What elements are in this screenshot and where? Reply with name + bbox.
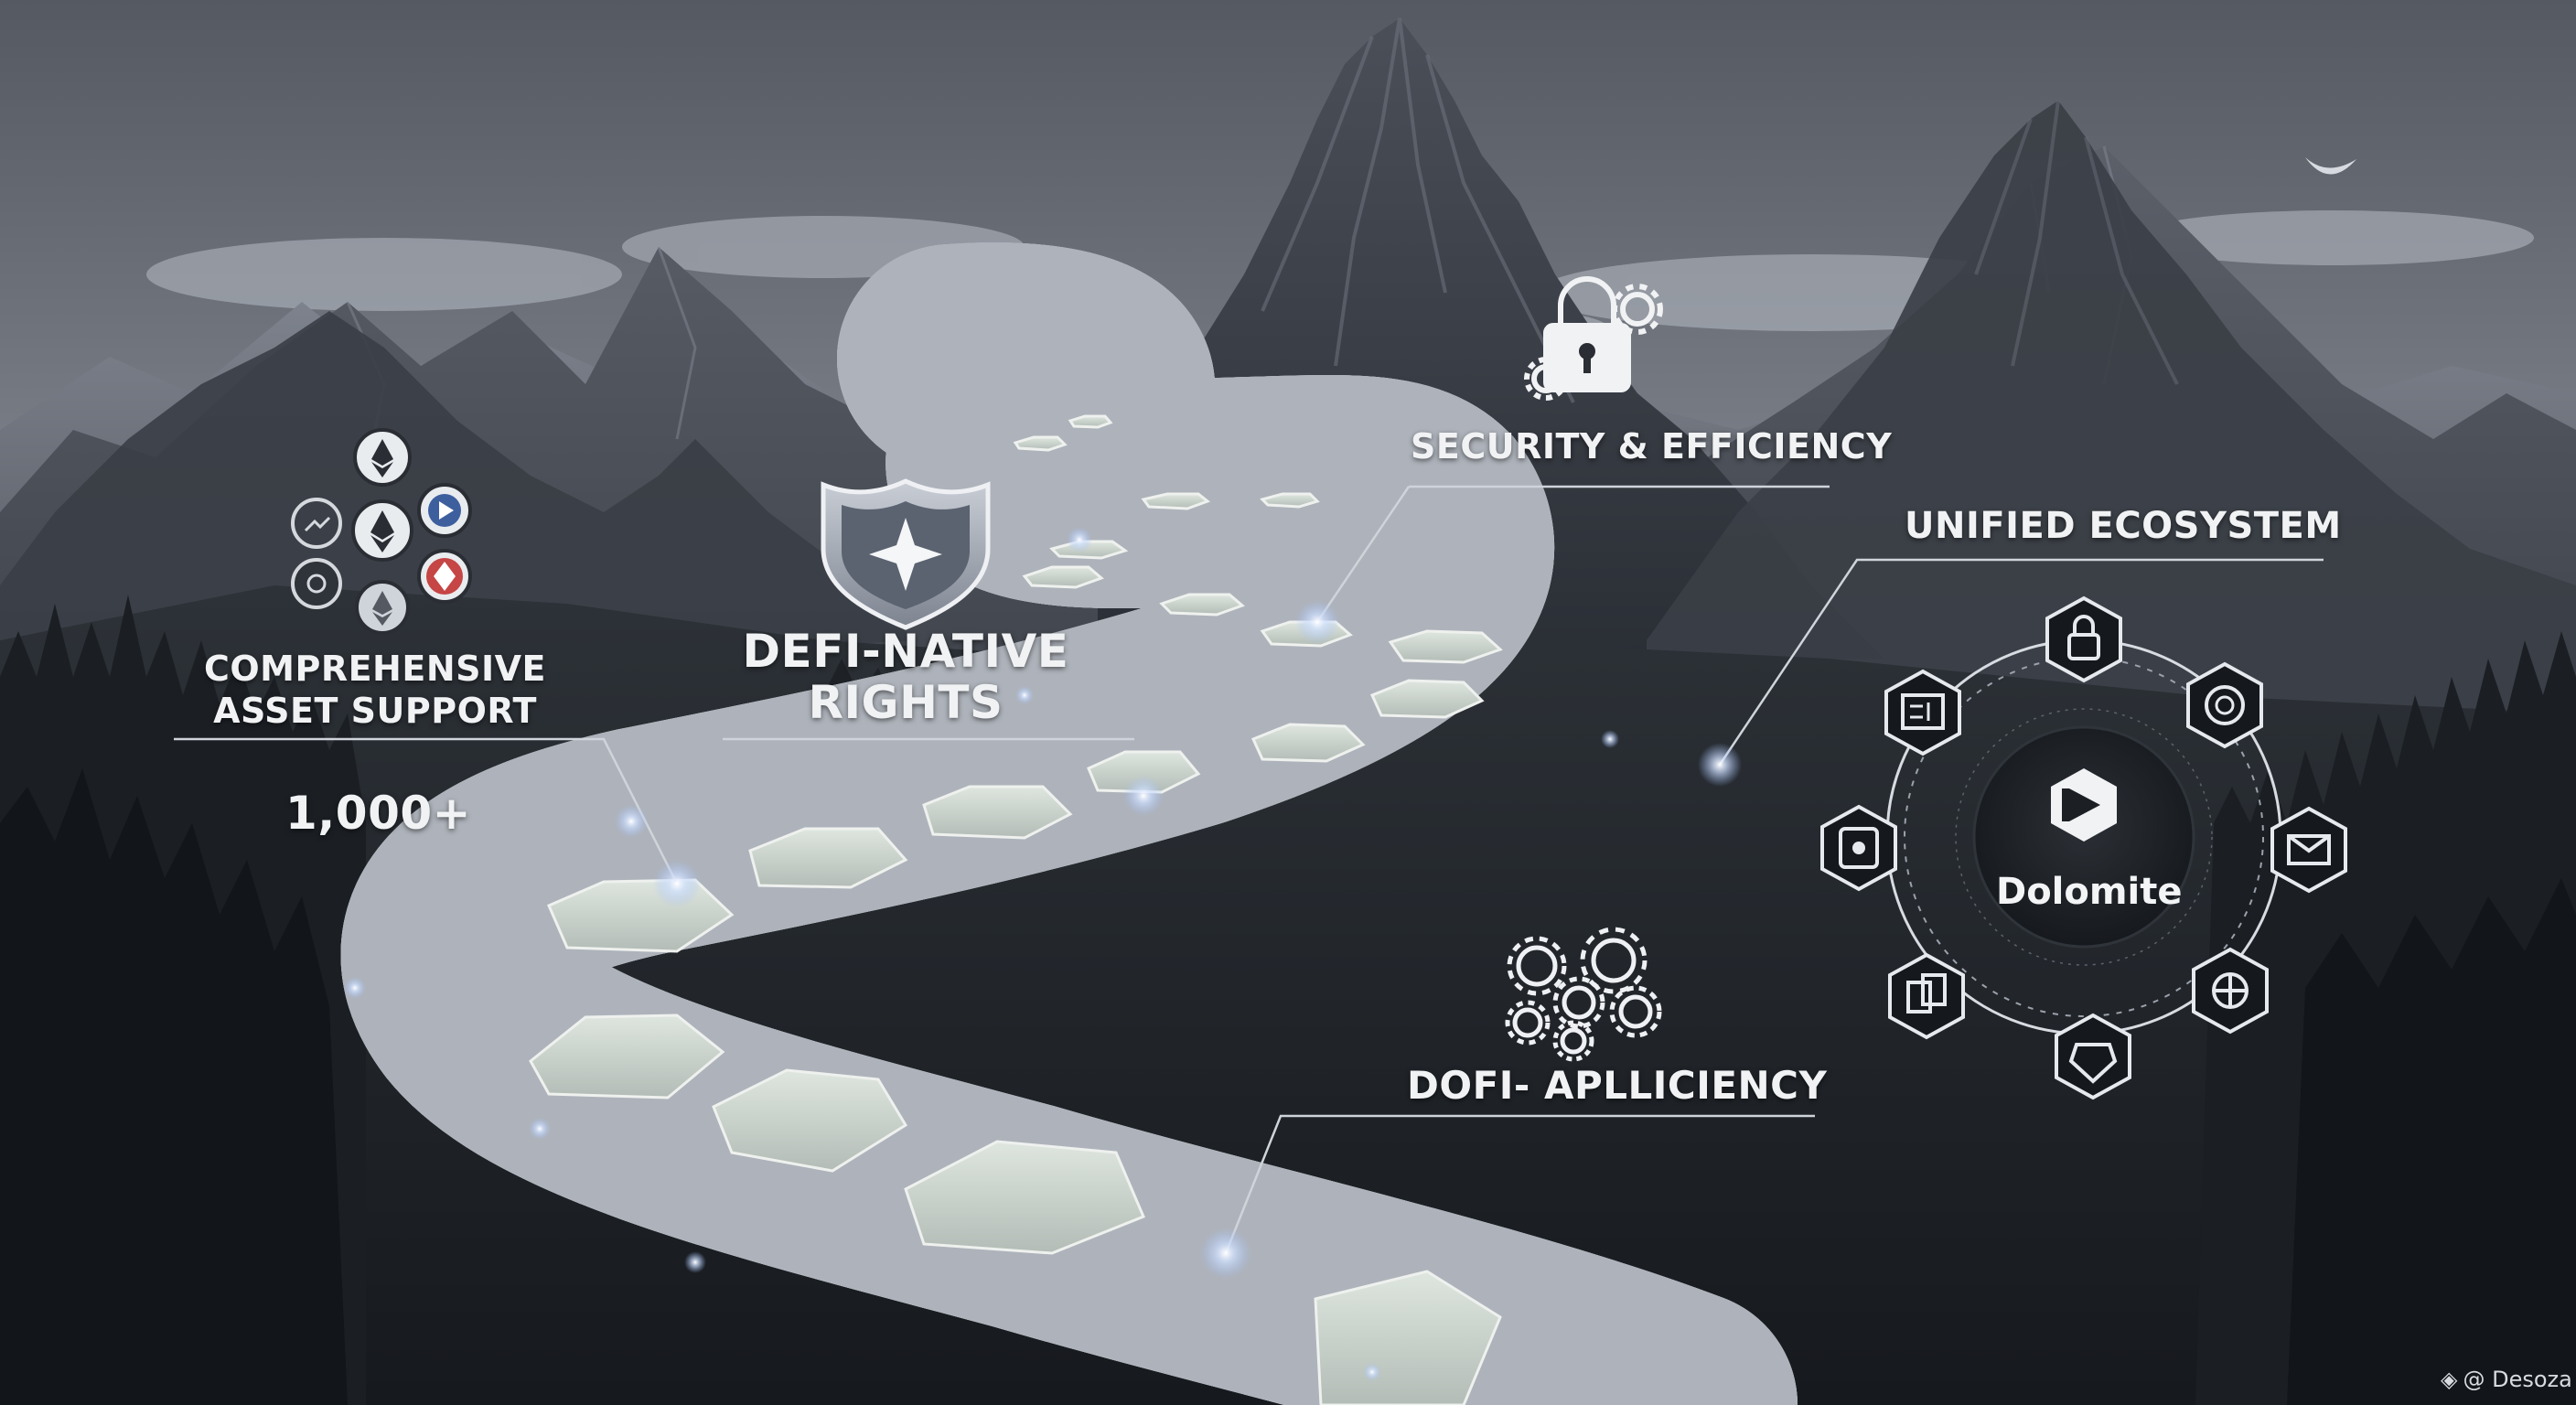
envelope-icon <box>2270 806 2347 894</box>
red-diamond-coin-icon <box>417 549 472 604</box>
play-coin-icon <box>417 483 472 538</box>
shield-star-icon <box>821 478 991 630</box>
coin-stack-icon <box>2186 661 2263 749</box>
cube-network-icon <box>2192 947 2269 1035</box>
asset-support-line2: ASSET SUPPORT <box>213 691 537 731</box>
crescent-moon <box>2305 157 2356 175</box>
gears-cluster-icon <box>1505 927 1662 1062</box>
puzzle-icon <box>2055 1013 2131 1100</box>
asset-coin-cluster <box>291 428 472 635</box>
asset-support-line1: COMPREHENSIVE <box>203 649 546 689</box>
rights-line2: RIGHTS <box>808 676 1004 729</box>
watermark-text: @ Desoza <box>2463 1367 2572 1392</box>
satellite-coin-icon <box>291 498 342 549</box>
gear-coin-icon <box>291 558 342 609</box>
lock-icon <box>2045 595 2122 683</box>
wallet-icon <box>1820 804 1897 892</box>
ethereum-coin-icon <box>355 580 410 635</box>
ethereum-coin-icon <box>351 499 413 562</box>
security-efficiency-label: SECURITY & EFFICIENCY <box>1411 426 1893 467</box>
document-board-icon <box>1884 669 1961 756</box>
connector-lines <box>174 485 2324 1254</box>
road-tiles <box>529 414 1503 1405</box>
dofi-label: DOFI- APLLICIENCY <box>1407 1063 1828 1108</box>
ecosystem-ring <box>1820 595 2347 1100</box>
lock-gears-icon <box>1524 276 1663 401</box>
asset-support-label: COMPREHENSIVE ASSET SUPPORT <box>165 648 585 732</box>
watermark: ◈@ Desoza <box>2441 1367 2572 1392</box>
ethereum-coin-icon <box>353 428 412 487</box>
asset-count: 1,000+ <box>285 787 472 840</box>
rights-line1: DEFI-NATIVE <box>742 625 1069 678</box>
defi-rights-label: DEFI-NATIVE RIGHTS <box>723 626 1089 728</box>
glow-dots <box>344 527 1742 1381</box>
document-stack-icon <box>1888 952 1965 1040</box>
dolomite-logo-icon <box>2051 768 2117 842</box>
unified-ecosystem-label: UNIFIED ECOSYSTEM <box>1905 505 2342 547</box>
dolomite-hub-label: Dolomite <box>1996 871 2183 913</box>
watermark-diamond-icon: ◈ <box>2441 1367 2458 1392</box>
